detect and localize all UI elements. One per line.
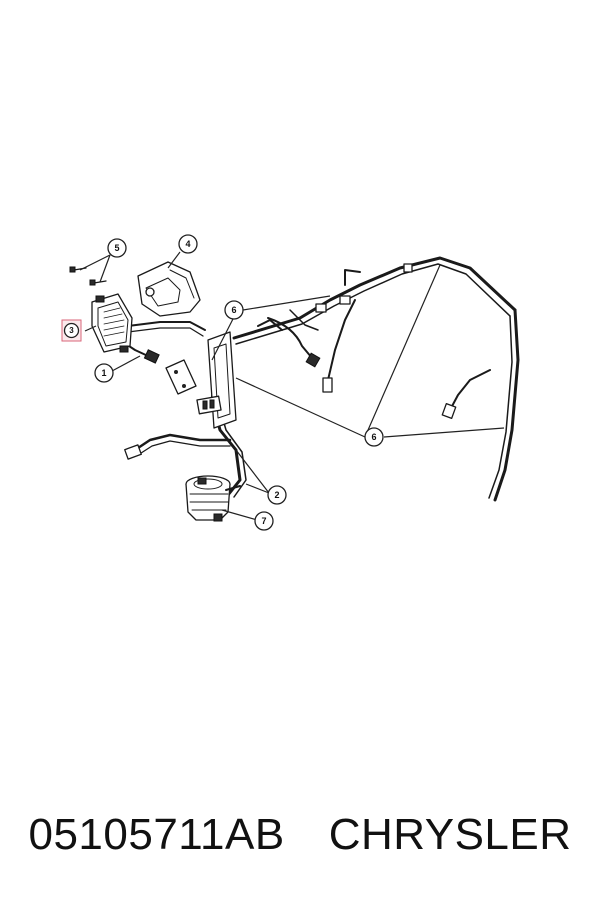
svg-text:4: 4 <box>185 239 190 249</box>
svg-text:1: 1 <box>101 368 106 378</box>
svg-text:7: 7 <box>261 516 266 526</box>
callout-5: 5 <box>107 238 127 258</box>
svg-text:6: 6 <box>371 432 376 442</box>
module-7 <box>185 475 241 522</box>
bracket-4 <box>137 261 201 317</box>
brand-name: CHRYSLER <box>328 810 572 859</box>
callout-2: 2 <box>267 485 287 505</box>
leader-lines <box>79 251 505 521</box>
frame-bracket <box>196 331 237 429</box>
svg-text:3: 3 <box>69 326 74 335</box>
module-3 <box>91 293 133 353</box>
svg-text:6: 6 <box>231 305 236 315</box>
svg-text:5: 5 <box>114 243 119 253</box>
callout-6-upper: 6 <box>224 300 244 320</box>
callout-7: 7 <box>254 511 274 531</box>
mount-plate <box>165 359 197 395</box>
callout-4: 4 <box>178 234 198 254</box>
callout-6-lower: 6 <box>364 427 384 447</box>
callout-1: 1 <box>94 363 114 383</box>
svg-text:2: 2 <box>274 490 279 500</box>
callout-3-highlighted: 3 <box>61 319 82 342</box>
fasteners-5 <box>69 266 107 286</box>
caption: 05105711AB CHRYSLER <box>0 800 600 870</box>
part-number: 05105711AB <box>28 810 285 859</box>
